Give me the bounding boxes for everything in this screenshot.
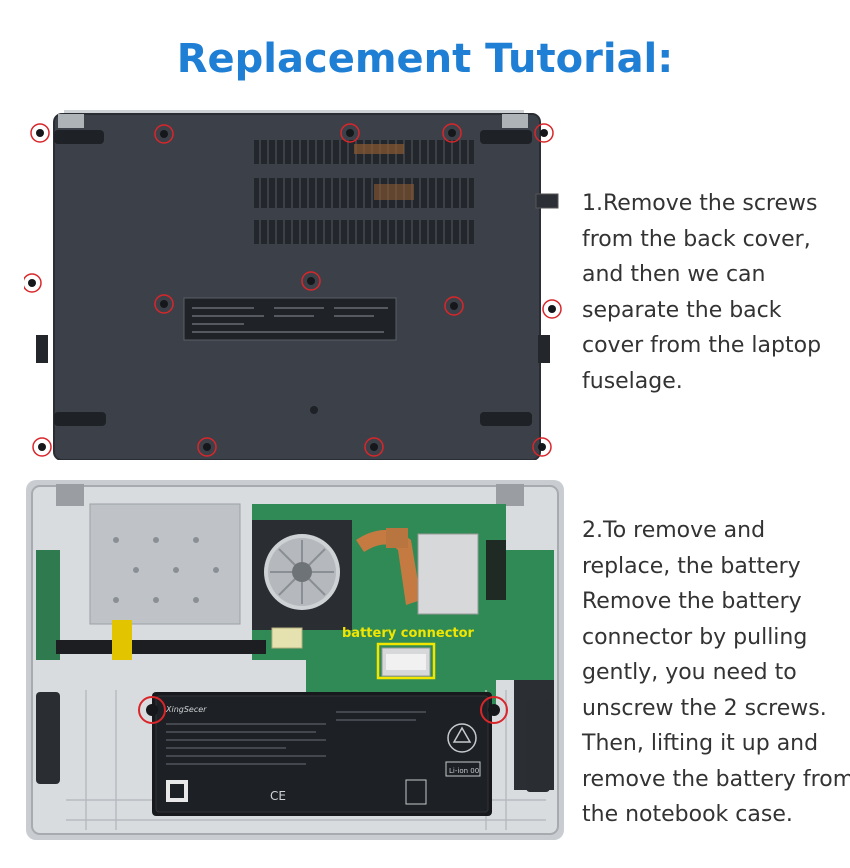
step2-instructions: 2.To remove and replace, the battery Rem…: [582, 513, 850, 833]
step2-line: Remove the battery: [582, 589, 802, 614]
step1-line: cover from the laptop: [582, 333, 822, 358]
step2-line: 2.To remove and: [582, 518, 766, 543]
battery-connector-callout: battery connector: [342, 626, 475, 641]
step2-line: replace, the battery: [582, 553, 801, 579]
step2-line: remove the battery from: [582, 766, 850, 792]
step2-line: the notebook case.: [582, 802, 793, 827]
step2-line: gently, you need to: [582, 660, 797, 685]
back-cover-photo: [24, 110, 562, 460]
svg-text:CE: CE: [270, 789, 286, 803]
laptop-interior-photo: XingSecer CE Li-ion 00 battery connector: [26, 480, 564, 840]
step1-line: fuselage.: [582, 368, 683, 394]
step2-line: connector by pulling: [582, 624, 808, 650]
step1-line: separate the back: [582, 297, 782, 323]
battery-recycle-label: Li-ion 00: [449, 767, 479, 775]
page-title: Replacement Tutorial:: [176, 36, 674, 82]
step1-line: from the back cover,: [582, 226, 811, 252]
step1-line: 1.Remove the screws: [582, 191, 818, 216]
step1-line: and then we can: [582, 262, 766, 287]
step1-instructions: 1.Remove the screws from the back cover,…: [582, 186, 821, 399]
battery-brand-label: XingSecer: [165, 705, 207, 714]
step2-line: Then, lifting it up and: [582, 731, 819, 756]
step2-line: unscrew the 2 screws.: [582, 695, 827, 721]
